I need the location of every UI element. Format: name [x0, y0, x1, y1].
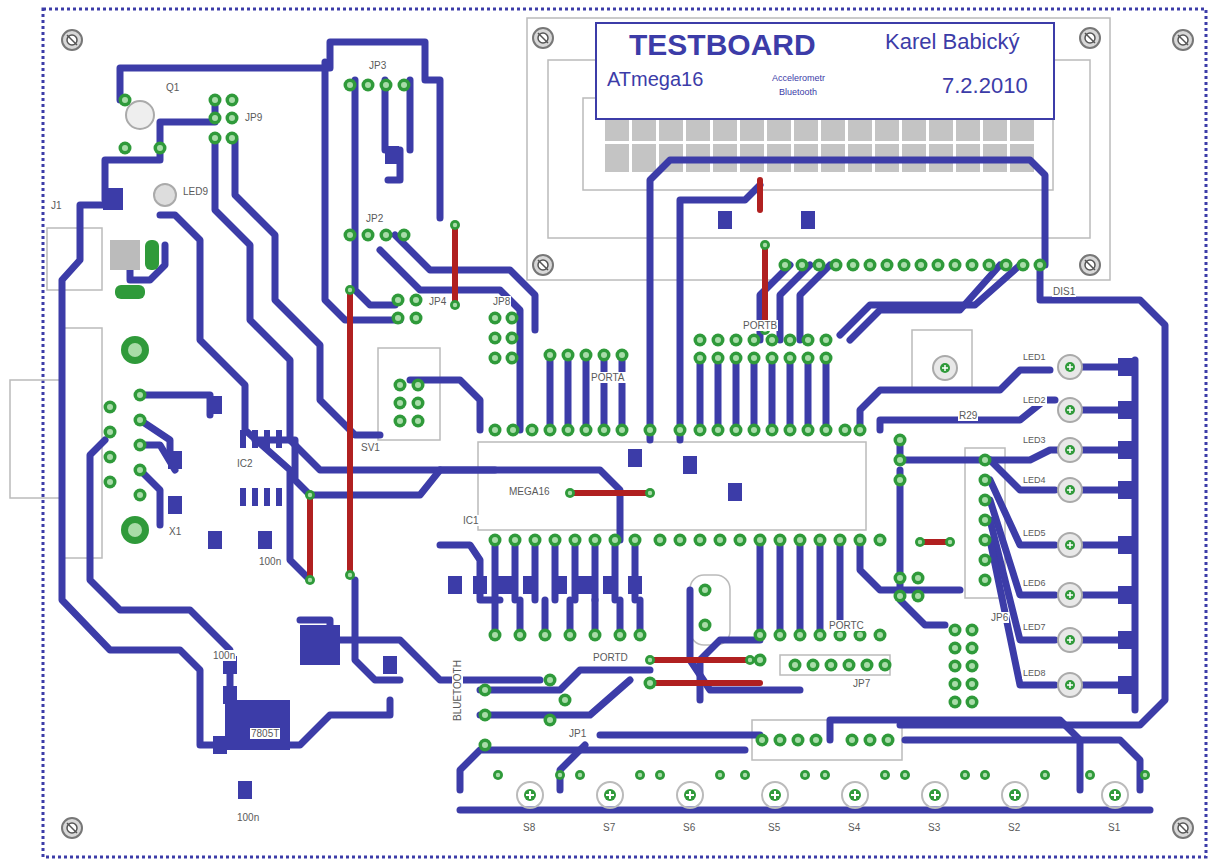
- title-block: TESTBOARD Karel BabickýATmega16 Accelerome…: [595, 22, 1055, 120]
- part-label: IC2: [236, 458, 254, 469]
- part-label: LED3: [1022, 435, 1047, 446]
- part-label: LED5: [1022, 528, 1047, 539]
- part-label: S8: [522, 822, 536, 833]
- part-label: LED9: [182, 186, 209, 197]
- part-label: J1: [50, 200, 63, 211]
- part-label: S6: [682, 822, 696, 833]
- part-label: JP8: [492, 296, 511, 307]
- part-label: 100n: [258, 556, 282, 567]
- board-title: TESTBOARD: [629, 28, 816, 61]
- part-label: JP1: [568, 728, 587, 739]
- part-label: PORTA: [590, 372, 626, 383]
- part-label: S4: [847, 822, 861, 833]
- part-label: JP2: [365, 213, 384, 224]
- part-label: BLUETOOTH: [452, 659, 463, 722]
- part-label: LED4: [1022, 475, 1047, 486]
- date-text: 7.2.2010: [942, 74, 1028, 98]
- part-label: S1: [1107, 822, 1121, 833]
- part-label: LED2: [1022, 395, 1047, 406]
- part-label: 100n: [212, 650, 236, 661]
- part-label: 7805T: [250, 728, 280, 739]
- part-label: S5: [767, 822, 781, 833]
- part-label: X1: [168, 526, 182, 537]
- part-label: LED1: [1022, 352, 1047, 363]
- feature-note: Bluetooth: [779, 88, 817, 98]
- part-label: PORTC: [828, 620, 865, 631]
- part-label: R29: [958, 410, 978, 421]
- part-label: S7: [602, 822, 616, 833]
- part-label: PORTD: [592, 652, 629, 663]
- part-label: DIS1: [1052, 286, 1076, 297]
- part-label: S3: [927, 822, 941, 833]
- part-label: PORTB: [742, 320, 778, 331]
- part-label: JP4: [428, 296, 447, 307]
- feature-note: Accelerometr: [772, 74, 825, 84]
- part-label: S2: [1007, 822, 1021, 833]
- part-label: LED6: [1022, 578, 1047, 589]
- part-label: LED8: [1022, 668, 1047, 679]
- part-label: JP7: [852, 678, 871, 689]
- author-name: Karel Babický: [885, 30, 1020, 54]
- part-label: Q1: [165, 82, 180, 93]
- part-label: 100n: [236, 812, 260, 823]
- part-label: IC1: [462, 515, 480, 526]
- part-label: SV1: [360, 442, 381, 453]
- mcu-name: ATmega16: [607, 68, 703, 90]
- part-label: MEGA16: [508, 486, 551, 497]
- part-label: LED7: [1022, 622, 1047, 633]
- part-label: JP3: [368, 60, 387, 71]
- part-label: JP9: [244, 112, 263, 123]
- part-label: JP6: [990, 612, 1009, 623]
